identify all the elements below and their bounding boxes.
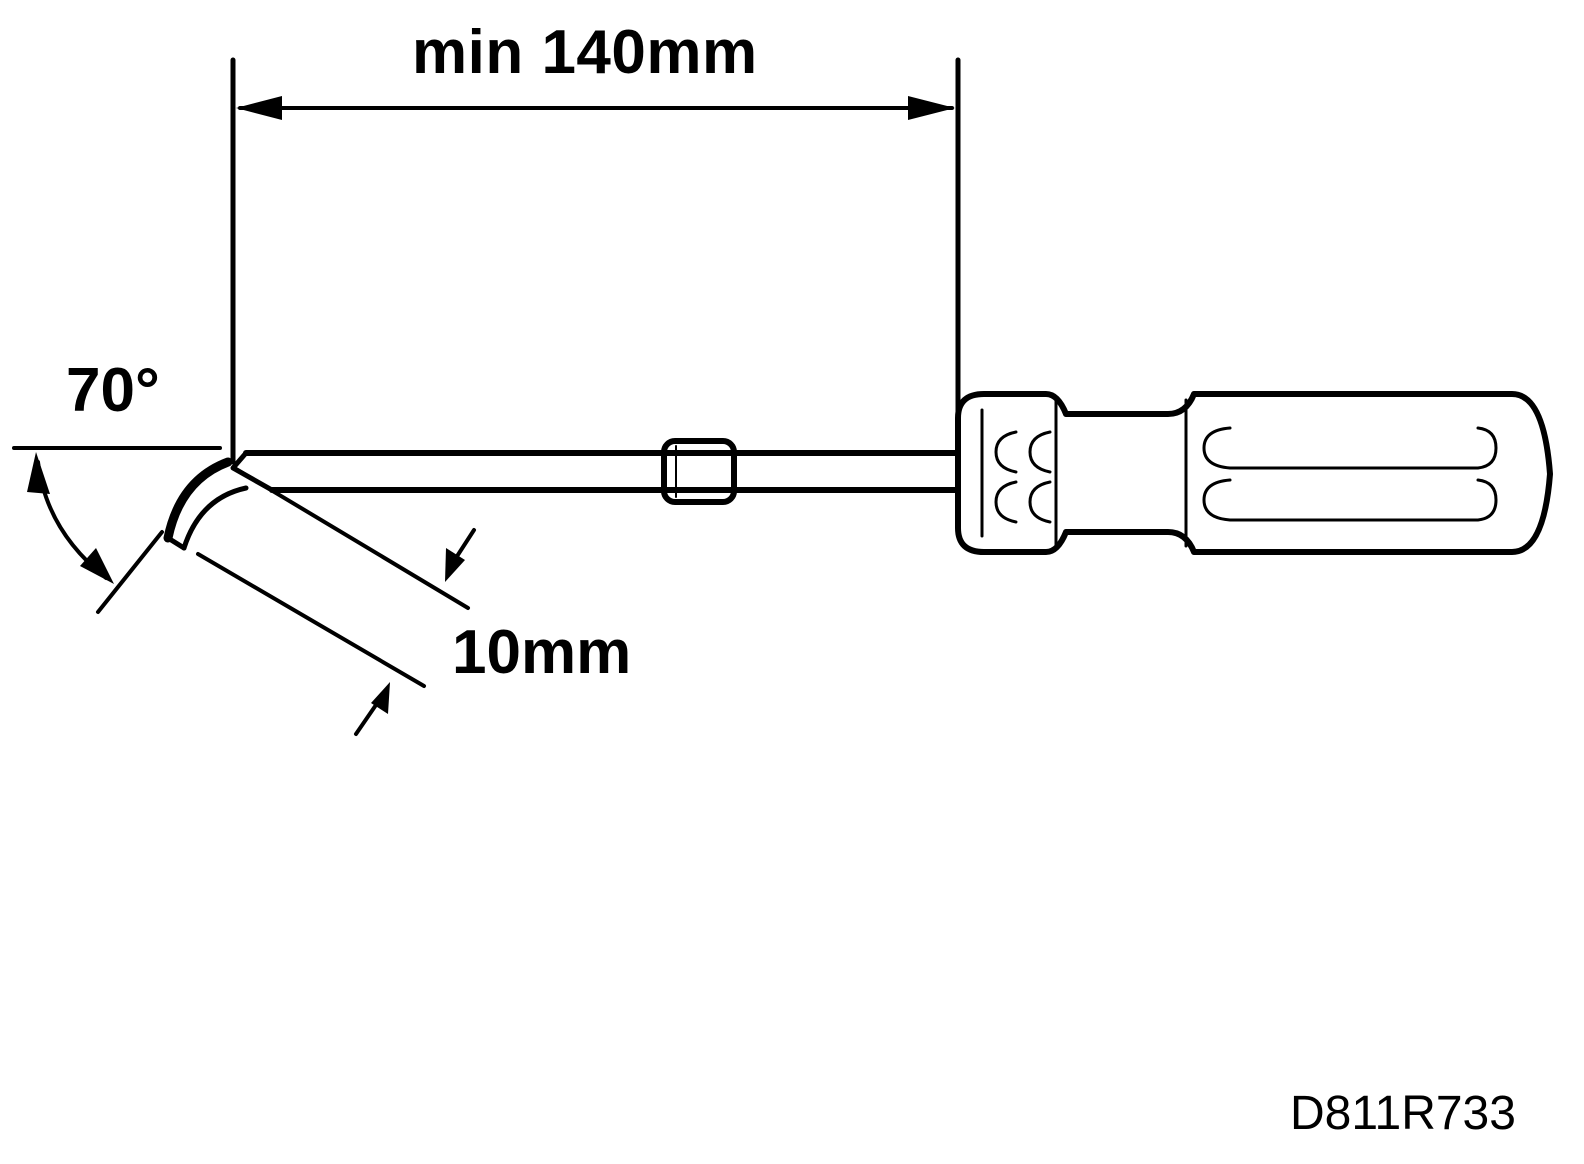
bent-tip-end <box>165 535 187 551</box>
width-arrowhead-lower <box>371 682 390 714</box>
length-dimension <box>230 57 961 465</box>
cap-flute-2 <box>1028 430 1052 474</box>
arrowhead-left <box>236 96 282 120</box>
arrowhead-right <box>908 96 955 120</box>
width-arrowhead-upper <box>445 548 465 582</box>
tip-width-dimension-label: 10mm <box>452 618 632 687</box>
angle-arrowhead-top <box>27 452 50 494</box>
shaft-collar <box>661 438 737 505</box>
cap-flute-3 <box>994 480 1018 524</box>
angle-dimension-label: 70° <box>66 356 160 425</box>
cap-flute-4 <box>1028 480 1052 524</box>
bent-tip-outer <box>163 457 233 543</box>
screwdriver-handle <box>955 391 1553 555</box>
handle-outline <box>955 391 1553 555</box>
width-extension-line <box>196 552 426 688</box>
grip-flute-top <box>1202 426 1498 470</box>
screwdriver-blade <box>163 450 961 610</box>
angle-arrowhead-bottom <box>80 548 114 584</box>
blade-lower-edge <box>234 467 470 610</box>
angle-dimension <box>12 446 222 614</box>
cap-flute-1 <box>994 430 1018 474</box>
bent-tip-inner <box>181 485 249 551</box>
angle-extension-line <box>96 530 164 614</box>
length-dimension-label: min 140mm <box>412 18 758 87</box>
grip-flute-bottom <box>1202 478 1498 522</box>
figure-reference-code: D811R733 <box>1290 1087 1516 1140</box>
width-arrow-lower-line <box>354 700 380 736</box>
width-dimension <box>196 528 476 736</box>
